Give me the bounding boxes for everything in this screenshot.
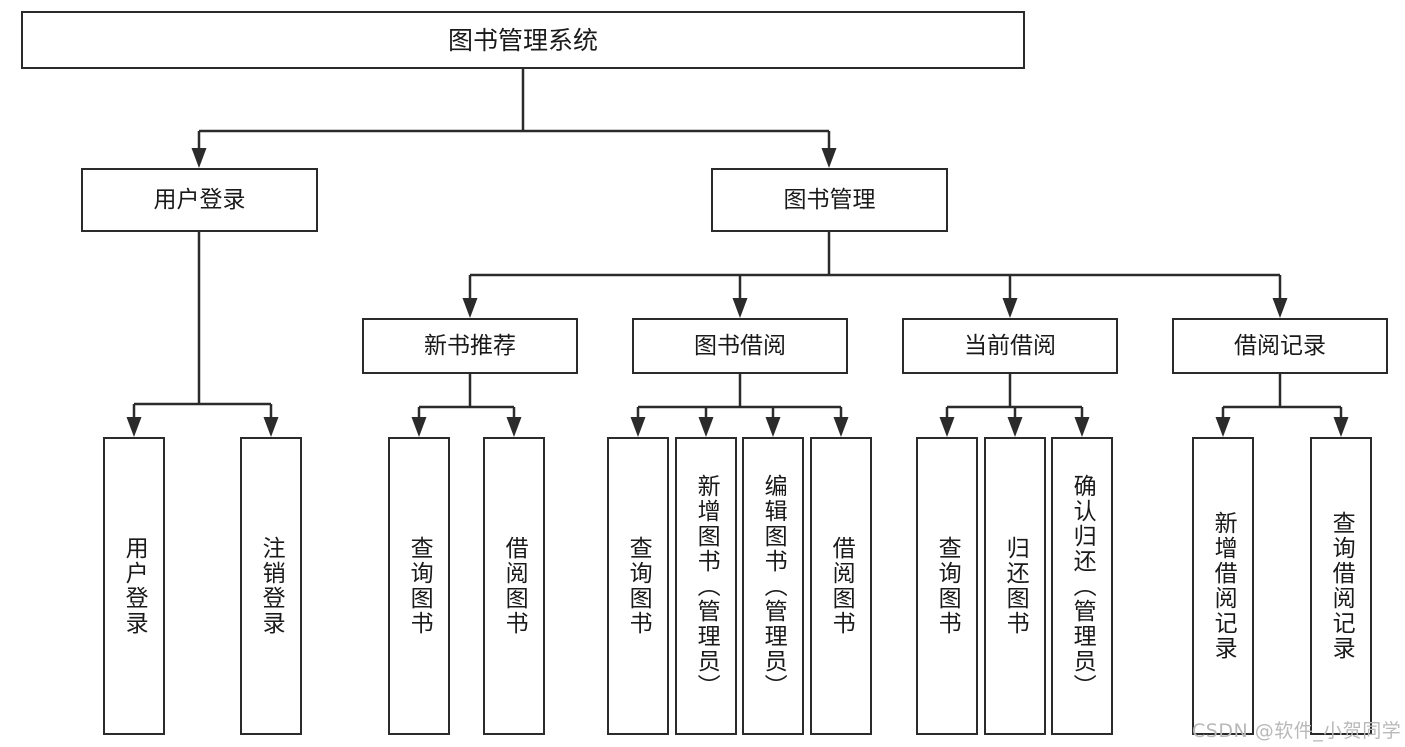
node-label: 注销登录: [258, 536, 285, 636]
arrowhead-borrow-leaves-2: [765, 417, 781, 437]
node-label: 查询图书: [934, 536, 961, 636]
node-label: 当前借阅: [964, 332, 1056, 359]
node-label: 归还图书: [1002, 536, 1029, 636]
node-leaf-edit-book[interactable]: 编辑图书（管理员）: [742, 437, 804, 735]
arrowhead-level1-to-level2-2: [1002, 298, 1018, 318]
node-leaf-borrow-book-1[interactable]: 借阅图书: [483, 437, 545, 735]
csdn-watermark: CSDN @软件_小贺同学: [1192, 720, 1402, 742]
node-label: 查询借阅记录: [1328, 511, 1355, 661]
arrowhead-borrow-leaves-0: [630, 417, 646, 437]
node-leaf-query-book-3[interactable]: 查询图书: [916, 437, 978, 735]
arrowhead-userlogin-leaves-0: [126, 417, 142, 437]
arrowhead-record-leaves-0: [1215, 417, 1231, 437]
arrowhead-recommend-leaves-1: [506, 417, 522, 437]
node-leaf-borrow-book-2[interactable]: 借阅图书: [810, 437, 872, 735]
node-label: 图书管理: [783, 186, 876, 213]
node-leaf-return-book[interactable]: 归还图书: [984, 437, 1046, 735]
node-label: 借阅图书: [828, 536, 855, 636]
node-current-borrow[interactable]: 当前借阅: [902, 318, 1118, 374]
node-label: 借阅图书: [501, 536, 528, 636]
arrowhead-record-leaves-1: [1333, 417, 1349, 437]
node-label: 编辑图书（管理员）: [760, 473, 787, 699]
node-label: 用户登录: [121, 536, 148, 636]
node-book-management[interactable]: 图书管理: [711, 168, 948, 232]
node-leaf-add-book[interactable]: 新增图书（管理员）: [675, 437, 737, 735]
node-leaf-query-book-1[interactable]: 查询图书: [388, 437, 450, 735]
node-leaf-add-record[interactable]: 新增借阅记录: [1192, 437, 1254, 735]
node-leaf-logout[interactable]: 注销登录: [240, 437, 302, 735]
node-label: 查询图书: [406, 536, 433, 636]
arrowhead-current-leaves-1: [1007, 417, 1023, 437]
arrowhead-borrow-leaves-3: [833, 417, 849, 437]
node-label: 新增图书（管理员）: [693, 473, 720, 699]
node-root-system[interactable]: 图书管理系统: [21, 11, 1025, 69]
node-label: 借阅记录: [1234, 332, 1326, 359]
node-label: 图书管理系统: [447, 25, 598, 55]
arrowhead-current-leaves-0: [939, 417, 955, 437]
node-leaf-query-book-2[interactable]: 查询图书: [607, 437, 669, 735]
node-leaf-user-login[interactable]: 用户登录: [103, 437, 165, 735]
node-book-borrow[interactable]: 图书借阅: [632, 318, 848, 374]
arrowhead-current-leaves-2: [1074, 417, 1090, 437]
arrowhead-level1-to-level2-1: [732, 298, 748, 318]
node-label: 用户登录: [153, 186, 246, 213]
arrowhead-level1-to-level2-3: [1272, 298, 1288, 318]
node-label: 新增借阅记录: [1210, 511, 1237, 661]
node-user-login[interactable]: 用户登录: [81, 168, 318, 232]
node-borrow-record[interactable]: 借阅记录: [1172, 318, 1388, 374]
node-label: 确认归还（管理员）: [1069, 473, 1096, 699]
node-new-book-recommend[interactable]: 新书推荐: [362, 318, 578, 374]
arrowhead-recommend-leaves-0: [411, 417, 427, 437]
arrowhead-root-to-level1-1: [821, 148, 837, 168]
arrowhead-userlogin-leaves-1: [263, 417, 279, 437]
arrowhead-level1-to-level2-0: [462, 298, 478, 318]
node-label: 查询图书: [625, 536, 652, 636]
node-leaf-query-record[interactable]: 查询借阅记录: [1310, 437, 1372, 735]
node-label: 图书借阅: [694, 332, 786, 359]
arrowhead-borrow-leaves-1: [698, 417, 714, 437]
node-leaf-confirm-return[interactable]: 确认归还（管理员）: [1051, 437, 1113, 735]
node-label: 新书推荐: [424, 332, 516, 359]
arrowhead-root-to-level1-0: [191, 148, 207, 168]
